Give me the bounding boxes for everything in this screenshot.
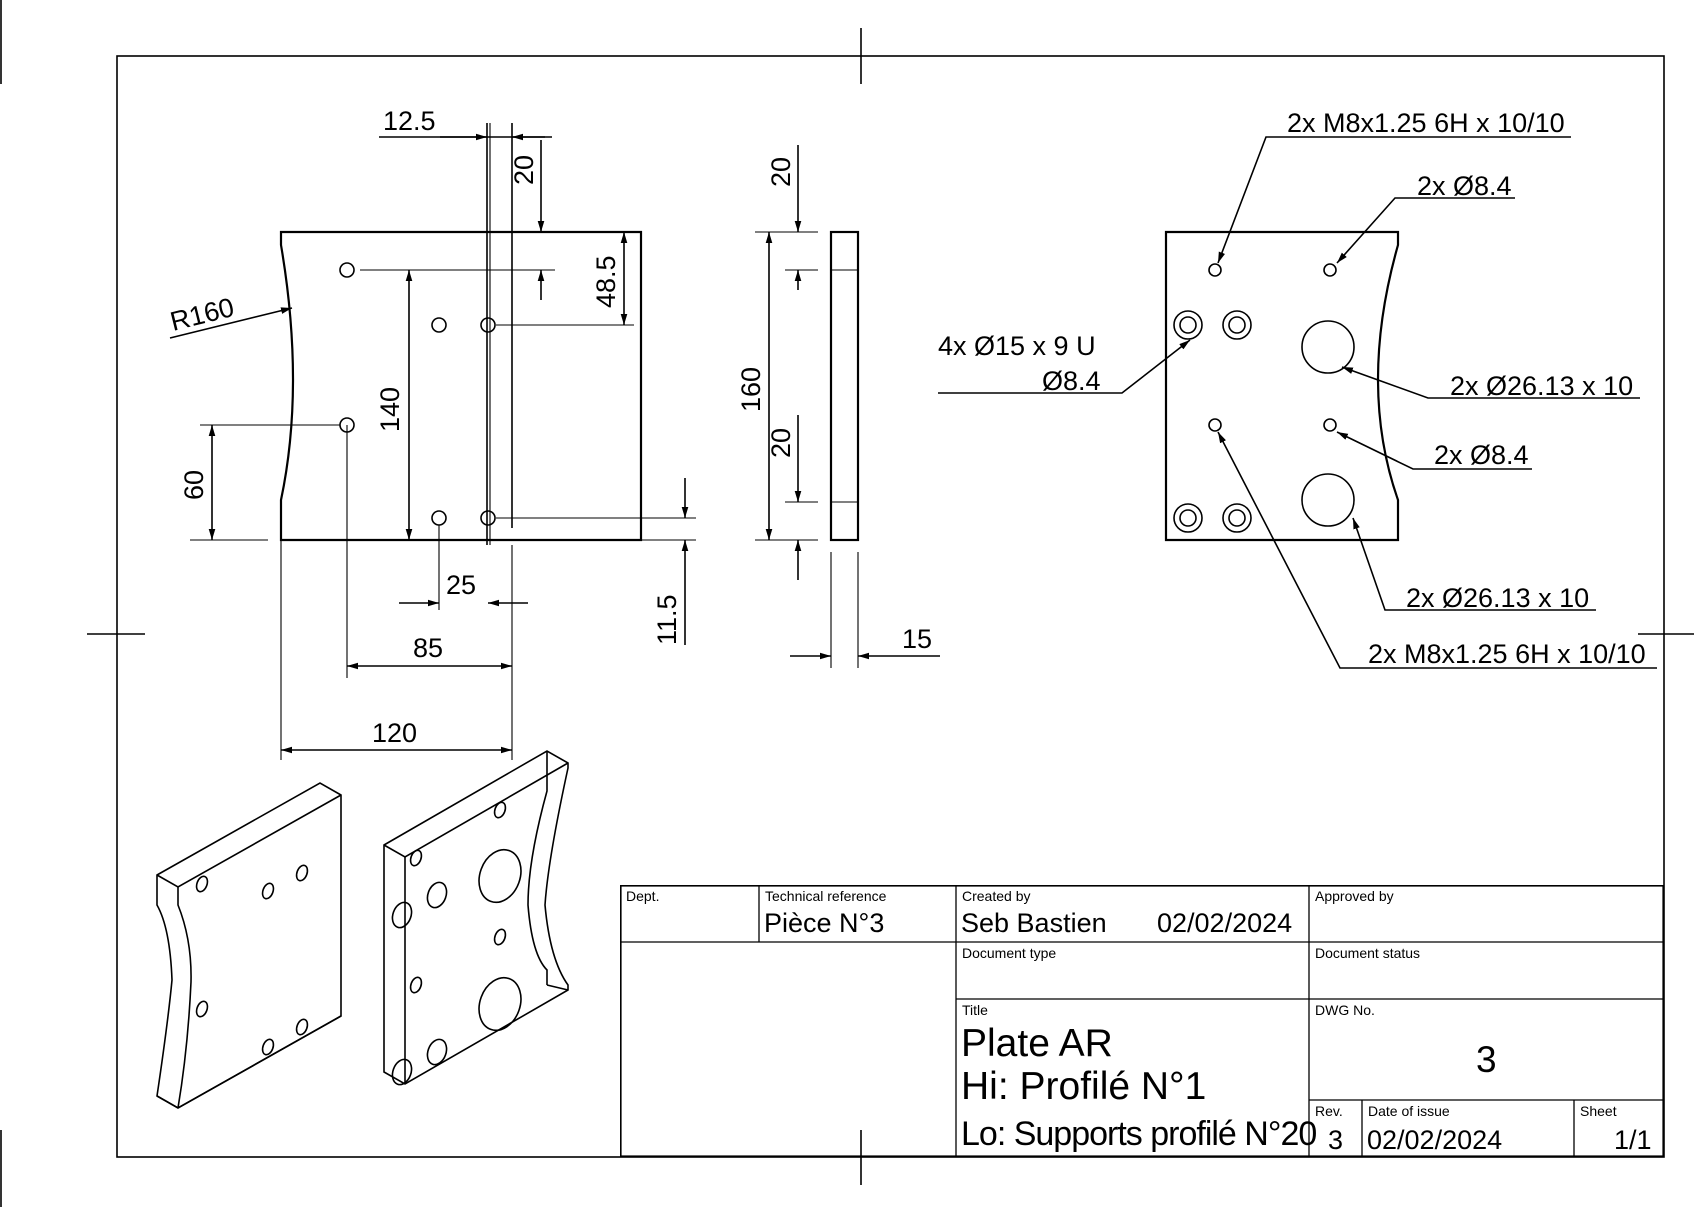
callout-d8-4-bottom: 2x Ø8.4: [1434, 440, 1529, 470]
callout-m8-bottom: 2x M8x1.25 6H x 10/10: [1368, 639, 1646, 669]
tb-tech-ref-value: Pièce N°3: [764, 908, 885, 938]
hole: [480, 317, 496, 333]
callout-d26-top: 2x Ø26.13 x 10: [1450, 371, 1633, 401]
tb-sheet: Sheet 1/1: [1574, 1100, 1664, 1157]
tb-title-caption: Title: [962, 1002, 988, 1018]
cbore-hole: [1173, 503, 1203, 533]
hole: [1208, 263, 1222, 277]
tb-dept: Dept.: [620, 885, 759, 942]
tb-sheet-value: 1/1: [1614, 1125, 1652, 1155]
cbore-hole: [1222, 503, 1252, 533]
callout-d8-4-top: 2x Ø8.4: [1417, 171, 1512, 201]
tb-dwg-no: DWG No. 3: [1309, 999, 1664, 1100]
cbore-hole: [1179, 316, 1197, 334]
plate-outline: [279, 230, 643, 542]
cbore-hole: [1228, 509, 1246, 527]
tb-rev-caption: Rev.: [1315, 1103, 1343, 1119]
dim-11-5: 11.5: [652, 594, 682, 645]
dim-20-top: 20: [509, 155, 539, 185]
large-hole: [1301, 473, 1355, 527]
tb-dwg-caption: DWG No.: [1315, 1002, 1375, 1018]
tb-doc-type: Document type: [956, 942, 1309, 999]
dim-25: 25: [446, 570, 476, 600]
dim-side-160: 160: [736, 367, 766, 412]
large-hole: [1301, 320, 1355, 374]
cbore-hole: [1173, 310, 1203, 340]
dim-side-20-top: 20: [766, 157, 796, 187]
side-view: 20 160 20 15: [736, 145, 940, 668]
tb-title: Title Plate AR Hi: Profilé N°1 Lo: Suppo…: [956, 999, 1317, 1157]
tb-date-caption: Date of issue: [1368, 1103, 1450, 1119]
hole: [1323, 418, 1337, 432]
dim-120: 120: [372, 718, 417, 748]
tb-approved-by: Approved by: [1309, 885, 1664, 942]
tb-created-by: Created by Seb Bastien 02/02/2024: [956, 885, 1309, 942]
front-view: 12.5 20 48.5 R160 140 60 25 11: [167, 106, 696, 760]
hole: [431, 510, 447, 526]
tb-sheet-caption: Sheet: [1580, 1103, 1617, 1119]
dim-48-5: 48.5: [591, 255, 621, 308]
hole: [339, 262, 355, 278]
rear-view: 2x M8x1.25 6H x 10/10 2x Ø8.4 4x Ø15 x 9…: [938, 108, 1657, 669]
dim-side-20-bottom: 20: [766, 428, 796, 458]
tb-doc-status-caption: Document status: [1315, 945, 1421, 961]
tb-created-by-value: Seb Bastien: [961, 908, 1107, 938]
dim-140: 140: [375, 387, 405, 432]
callout-m8-top: 2x M8x1.25 6H x 10/10: [1287, 108, 1565, 138]
dim-85: 85: [413, 633, 443, 663]
tb-title-line2: Hi: Profilé N°1: [961, 1065, 1207, 1108]
rear-plate-outline: [1164, 230, 1400, 542]
tb-tech-ref-caption: Technical reference: [765, 888, 887, 904]
tb-doc-status: Document status: [1309, 942, 1664, 999]
tb-title-line3: Lo: Supports profilé N°20: [961, 1115, 1317, 1153]
dim-12-5: 12.5: [383, 106, 436, 136]
isometric-view-right: [383, 750, 569, 1086]
callout-counterbore: 4x Ø15 x 9 U: [938, 331, 1096, 361]
tb-approved-by-caption: Approved by: [1315, 888, 1394, 904]
tb-tech-ref: Technical reference Pièce N°3: [759, 885, 956, 942]
dim-60: 60: [179, 470, 209, 500]
cbore-hole: [1179, 509, 1197, 527]
hole: [1323, 263, 1337, 277]
callout-counterbore-d8-4: Ø8.4: [1042, 366, 1101, 396]
callout-d26-bottom: 2x Ø26.13 x 10: [1406, 583, 1589, 613]
tb-rev: Rev. 3: [1309, 1100, 1362, 1157]
title-block-grid: [620, 885, 1664, 1157]
tb-rev-value: 3: [1328, 1125, 1344, 1155]
title-block: Dept. Technical reference Pièce N°3 Crea…: [620, 885, 1664, 1157]
dim-side-15: 15: [902, 624, 932, 654]
tb-date-of-issue: Date of issue 02/02/2024: [1362, 1100, 1574, 1157]
hole: [431, 317, 447, 333]
cbore-hole: [1222, 310, 1252, 340]
tb-date-value: 02/02/2024: [1367, 1125, 1503, 1155]
tb-dwg-value: 3: [1476, 1039, 1497, 1080]
tb-dept-caption: Dept.: [626, 888, 660, 904]
tb-created-by-caption: Created by: [962, 888, 1031, 904]
tb-doc-type-caption: Document type: [962, 945, 1057, 961]
hole: [1208, 418, 1222, 432]
isometric-view-left: [156, 782, 342, 1109]
tb-created-date: 02/02/2024: [1157, 908, 1293, 938]
cbore-hole: [1228, 316, 1246, 334]
hole: [480, 510, 496, 526]
tb-title-line1: Plate AR: [961, 1022, 1113, 1065]
